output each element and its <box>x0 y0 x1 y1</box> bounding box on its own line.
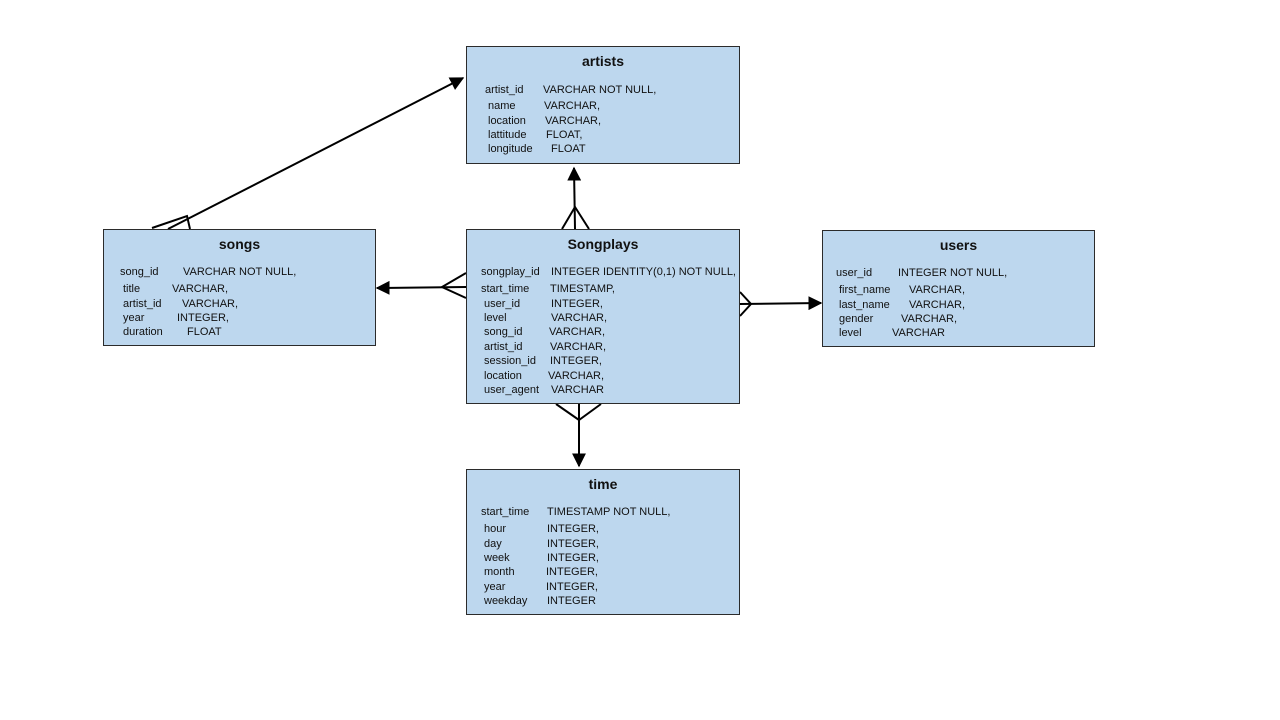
column-name: week <box>484 552 510 564</box>
table-title: Songplays <box>567 236 639 252</box>
column-name: location <box>488 115 526 127</box>
column-name: year <box>484 581 506 593</box>
column-type: VARCHAR <box>551 384 604 396</box>
column-type: VARCHAR, <box>909 284 966 296</box>
column-name: hour <box>484 523 507 535</box>
column-type: VARCHAR <box>892 327 945 339</box>
column-name: start_time <box>481 283 530 295</box>
rel-songplays-artists <box>561 166 590 230</box>
column-type: TIMESTAMP, <box>550 283 615 295</box>
table-songs: songs song_id VARCHAR NOT NULL, title VA… <box>103 229 376 346</box>
column-type: INTEGER, <box>546 581 598 593</box>
column-type: FLOAT <box>551 143 586 155</box>
column-type: VARCHAR, <box>909 299 966 311</box>
column-type: VARCHAR, <box>549 326 606 338</box>
column-type: VARCHAR NOT NULL, <box>183 266 297 278</box>
column-type: FLOAT, <box>546 129 583 141</box>
column-name: user_id <box>484 298 521 310</box>
column-name: title <box>123 283 141 295</box>
column-name: level <box>839 327 862 339</box>
column-name: first_name <box>839 284 891 296</box>
column-name: level <box>484 312 507 324</box>
column-name: start_time <box>481 506 530 518</box>
table-songplays: Songplays songplay_id INTEGER IDENTITY(0… <box>466 229 740 404</box>
column-name: month <box>484 566 515 578</box>
column-name: user_id <box>836 267 873 279</box>
column-name: last_name <box>839 299 890 311</box>
rel-songplays-songs <box>375 272 467 299</box>
table-time: time start_time TIMESTAMP NOT NULL, hour… <box>466 469 740 615</box>
column-name: longitude <box>488 143 533 155</box>
table-title: time <box>588 476 618 492</box>
column-type: INTEGER, <box>550 355 602 367</box>
column-name: gender <box>839 313 874 325</box>
table-title: artists <box>581 53 625 69</box>
column-type: FLOAT <box>187 326 222 338</box>
column-type: INTEGER, <box>177 312 229 324</box>
column-type: INTEGER, <box>547 538 599 550</box>
column-type: INTEGER IDENTITY(0,1) NOT NULL, <box>551 266 736 278</box>
rel-songs-artists <box>151 77 465 230</box>
table-title: users <box>939 237 978 253</box>
column-name: song_id <box>484 326 523 338</box>
table-users: users user_id INTEGER NOT NULL, first_na… <box>822 230 1095 347</box>
column-type: VARCHAR, <box>544 100 601 112</box>
column-name: duration <box>123 326 163 338</box>
column-type: INTEGER, <box>551 298 603 310</box>
column-name: artist_id <box>485 84 524 96</box>
column-type: VARCHAR, <box>550 341 607 353</box>
column-type: VARCHAR, <box>901 313 958 325</box>
column-name: session_id <box>484 355 536 367</box>
column-type: VARCHAR, <box>182 298 239 310</box>
column-name: year <box>123 312 145 324</box>
column-type: INTEGER, <box>547 552 599 564</box>
column-name: user_agent <box>484 384 540 396</box>
column-type: VARCHAR, <box>548 370 605 382</box>
column-type: INTEGER, <box>547 523 599 535</box>
rel-songplays-time <box>555 403 602 468</box>
column-name: artist_id <box>123 298 162 310</box>
rel-songplays-users <box>739 291 823 317</box>
column-name: location <box>484 370 522 382</box>
column-name: name <box>488 100 516 112</box>
column-name: songplay_id <box>481 266 540 278</box>
column-type: VARCHAR NOT NULL, <box>543 84 657 96</box>
column-type: INTEGER, <box>546 566 598 578</box>
column-type: INTEGER <box>547 595 596 607</box>
column-name: artist_id <box>484 341 523 353</box>
column-type: VARCHAR, <box>172 283 229 295</box>
table-title: songs <box>218 236 261 252</box>
column-name: day <box>484 538 502 550</box>
table-artists: artists artist_id VARCHAR NOT NULL, name… <box>466 46 740 164</box>
column-type: VARCHAR, <box>551 312 608 324</box>
column-name: lattitude <box>488 129 527 141</box>
column-name: weekday <box>484 595 528 607</box>
column-type: VARCHAR, <box>545 115 602 127</box>
column-type: INTEGER NOT NULL, <box>898 267 1008 279</box>
column-type: TIMESTAMP NOT NULL, <box>547 506 671 518</box>
column-name: song_id <box>120 266 159 278</box>
